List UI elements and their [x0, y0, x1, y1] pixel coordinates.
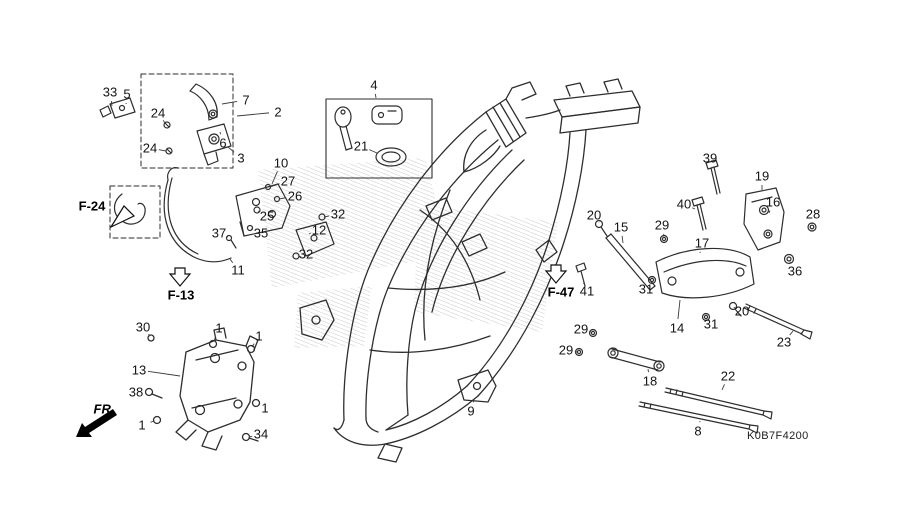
- mid-stay-brackets: [225, 183, 335, 260]
- part-callout-20: 20: [734, 303, 750, 319]
- part-callout-36: 36: [787, 263, 803, 279]
- part-callout-1: 1: [215, 320, 223, 336]
- part-callout-35: 35: [253, 225, 269, 241]
- part-callout-37: 37: [211, 225, 227, 241]
- part-callout-12: 12: [311, 222, 327, 238]
- part-callout-4: 4: [370, 77, 378, 93]
- part-callout-29: 29: [654, 217, 670, 233]
- part-callout-41: 41: [579, 283, 595, 299]
- part-callout-11: 11: [231, 262, 245, 278]
- part-callout-31: 31: [638, 281, 654, 297]
- part-callout-24: 24: [150, 105, 166, 121]
- leader-lines: [110, 93, 813, 438]
- reference-arrows: [76, 205, 568, 437]
- part-callout-38: 38: [128, 384, 144, 400]
- part-callout-10: 10: [273, 155, 289, 171]
- part-callout-16: 16: [765, 194, 781, 210]
- part-callout-8: 8: [694, 423, 702, 439]
- key-set-box: [325, 98, 433, 179]
- part-callout-21: 21: [353, 138, 369, 154]
- part-callout-28: 28: [805, 206, 821, 222]
- part-callout-39: 39: [702, 150, 718, 166]
- part-callout-25: 25: [259, 208, 275, 224]
- part-callout-14: 14: [669, 320, 685, 336]
- fr-direction-arrow-icon: [76, 409, 117, 437]
- part-callout-17: 17: [694, 235, 710, 251]
- part-callout-23: 23: [776, 334, 792, 350]
- part-callout-18: 18: [642, 373, 658, 389]
- part-callout-19: 19: [754, 168, 770, 184]
- part-callout-13: 13: [131, 362, 147, 378]
- front-direction-label: FR.: [93, 401, 115, 417]
- f24-clip-part: [109, 185, 161, 239]
- f13-arrow-icon: [168, 267, 192, 287]
- part-callout-26: 26: [287, 188, 303, 204]
- f47-arrow-icon: [544, 264, 568, 284]
- part-callout-27: 27: [280, 173, 296, 189]
- rear-hanger-assembly: [574, 159, 817, 434]
- part-callout-33: 33: [102, 84, 118, 100]
- part-callout-5: 5: [123, 86, 131, 102]
- lock-set-assembly: [99, 73, 234, 169]
- part-callout-24: 24: [142, 140, 158, 156]
- f24-arrow-icon: [109, 205, 136, 229]
- ref-label-f-24: F-24: [78, 198, 106, 214]
- part-callout-22: 22: [720, 368, 736, 384]
- part-callout-29: 29: [558, 342, 574, 358]
- part-callout-1: 1: [261, 400, 269, 416]
- part-callout-6: 6: [219, 135, 227, 151]
- part-callout-20: 20: [586, 207, 602, 223]
- part-callout-32: 32: [330, 206, 346, 222]
- ref-label-f-13: F-13: [167, 287, 195, 303]
- part-callout-3: 3: [237, 150, 245, 166]
- part-callout-9: 9: [467, 403, 475, 419]
- part-callout-7: 7: [242, 92, 250, 108]
- stand-cable-part: [163, 167, 232, 263]
- main-frame-body: [299, 78, 641, 463]
- part-callout-2: 2: [274, 104, 282, 120]
- figure-code: K0B7F4200: [747, 430, 809, 442]
- part-callout-34: 34: [253, 426, 269, 442]
- front-hanger-bracket: [144, 327, 261, 451]
- part-callout-32: 32: [298, 246, 314, 262]
- part-callout-40: 40: [676, 196, 692, 212]
- part-callout-1: 1: [138, 417, 146, 433]
- part-callout-31: 31: [703, 316, 719, 332]
- part-callout-29: 29: [573, 321, 589, 337]
- ref-label-f-47: F-47: [547, 284, 575, 300]
- part-callout-1: 1: [255, 328, 263, 344]
- part-callout-15: 15: [613, 219, 629, 235]
- part-callout-30: 30: [135, 319, 151, 335]
